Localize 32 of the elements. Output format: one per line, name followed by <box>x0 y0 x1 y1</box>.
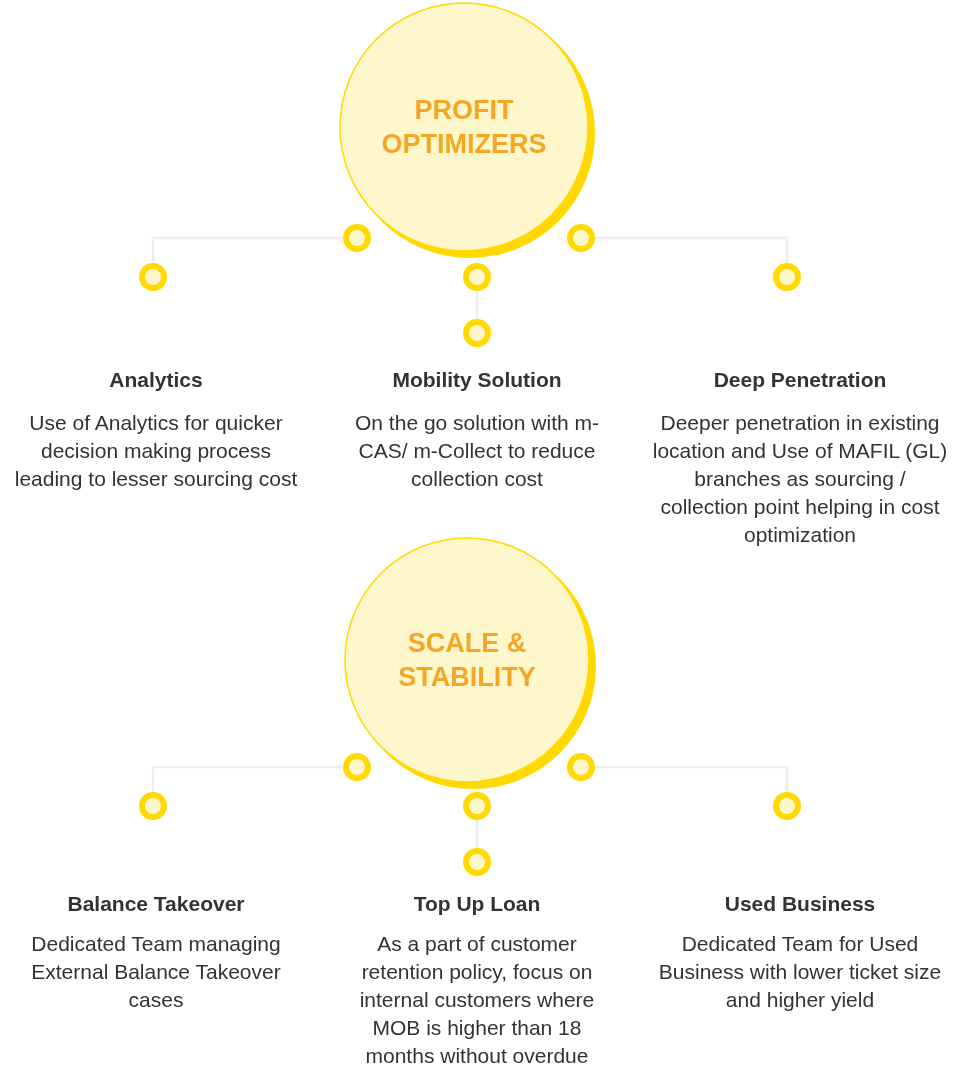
description-text: Use of Analytics for quicker decision making process leading to lesser sourcing cost <box>13 410 299 492</box>
category-circle <box>344 537 598 791</box>
category-title: PROFIT OPTIMIZERS <box>380 94 548 161</box>
description-text: On the go solution with m-CAS/ m-Collect to reduce collection cost <box>354 410 600 492</box>
connector-ring <box>773 263 801 291</box>
connector-line <box>151 236 343 263</box>
category-circle <box>339 2 597 260</box>
connector-line <box>595 765 789 792</box>
column-heading: Mobility Solution <box>391 367 563 393</box>
connector-ring <box>343 224 371 252</box>
connector-line <box>595 236 789 263</box>
connector-ring <box>773 792 801 820</box>
connector-ring <box>139 263 167 291</box>
connector-ring <box>139 792 167 820</box>
column-heading: Analytics <box>108 367 204 393</box>
column-heading: Deep Penetration <box>712 367 888 393</box>
connector-ring <box>463 792 491 820</box>
category-title: SCALE & STABILITY <box>397 627 537 694</box>
description-text: As a part of customer retention policy, focus on internal customers where MOB is higher than 18 months without overdue <box>358 931 596 1069</box>
connector-ring <box>567 753 595 781</box>
column-heading: Top Up Loan <box>412 891 542 917</box>
connector-line <box>151 765 343 792</box>
connector-ring <box>567 224 595 252</box>
description-text: Deeper penetration in existing location and Use of MAFIL (GL) branches as sourcing / collection point helping in cost optimization <box>651 410 949 548</box>
column-heading: Balance Takeover <box>66 891 246 917</box>
description-text: Dedicated Team managing External Balance Takeover cases <box>30 931 282 1013</box>
connector-ring <box>463 319 491 347</box>
description-text: Dedicated Team for Used Business with lower ticket size and higher yield <box>657 931 943 1013</box>
connector-ring <box>343 753 371 781</box>
connector-ring <box>463 848 491 876</box>
connector-ring <box>463 263 491 291</box>
column-heading: Used Business <box>723 891 877 917</box>
